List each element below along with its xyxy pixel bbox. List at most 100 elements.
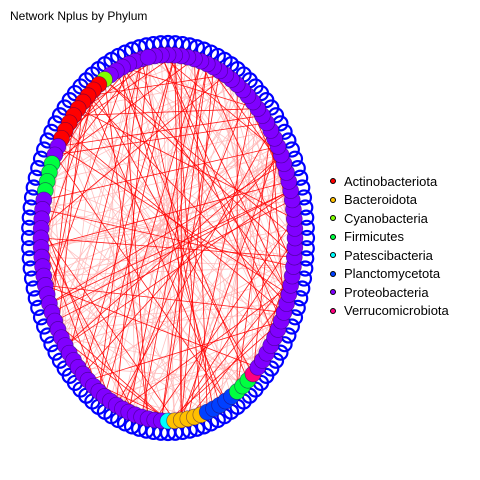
- legend-item: Verrucomicrobiota: [330, 302, 449, 321]
- network-edge: [180, 146, 279, 421]
- network-edge: [128, 57, 189, 413]
- legend-label: Proteobacteria: [344, 284, 429, 300]
- network-edge: [40, 74, 226, 229]
- legend-label: Patescibacteria: [344, 247, 433, 263]
- network-edge: [122, 66, 290, 295]
- legend-swatch: [330, 196, 336, 203]
- legend-label: Cyanobacteria: [344, 210, 428, 226]
- legend-item: Patescibacteria: [330, 246, 449, 265]
- network-edge: [115, 130, 272, 406]
- network-edge: [160, 63, 208, 421]
- network-edge: [141, 138, 275, 418]
- network-edge: [46, 58, 142, 182]
- network-edge: [141, 63, 208, 418]
- network-edge: [180, 294, 290, 421]
- legend-label: Firmicutes: [344, 229, 404, 245]
- legend-swatch: [330, 307, 336, 314]
- network-edge: [122, 67, 149, 419]
- network-node: [139, 48, 157, 66]
- network-edge: [40, 237, 130, 413]
- network-edge: [61, 337, 169, 422]
- network-edge: [73, 108, 258, 116]
- legend-item: Proteobacteria: [330, 283, 449, 302]
- network-edge: [104, 79, 295, 258]
- network-edge: [43, 146, 279, 201]
- network-edge: [43, 199, 243, 387]
- network-edge: [45, 284, 258, 368]
- network-edge: [87, 320, 282, 381]
- network-edge: [154, 218, 295, 421]
- network-edge: [40, 228, 175, 421]
- network-edge: [147, 57, 176, 421]
- legend-item: Cyanobacteria: [330, 209, 449, 228]
- network-edge: [115, 70, 249, 381]
- legend-swatch: [330, 270, 336, 277]
- network-edge: [116, 352, 267, 406]
- network-edge: [57, 115, 263, 147]
- network-edge: [43, 275, 214, 410]
- plot-title: Network Nplus by Phylum: [10, 9, 148, 23]
- network-edge: [54, 199, 293, 322]
- network-edge: [57, 130, 272, 330]
- network-edge: [65, 54, 175, 131]
- network-edge: [122, 285, 291, 410]
- network-edge: [78, 108, 295, 220]
- legend-item: Bacteroidota: [330, 191, 449, 210]
- network-edge: [40, 66, 214, 239]
- network-edge: [42, 208, 294, 268]
- network-edge: [54, 55, 182, 322]
- network-edge: [167, 163, 285, 422]
- network-edge: [167, 54, 295, 258]
- legend-swatch: [330, 289, 336, 296]
- legend-swatch: [330, 215, 336, 222]
- network-edge: [68, 58, 142, 354]
- network-edge: [104, 79, 296, 239]
- network-edge: [236, 130, 272, 392]
- network-edge: [167, 54, 290, 295]
- network-edge: [61, 138, 259, 368]
- network-edge: [88, 74, 226, 97]
- network-edge: [64, 61, 136, 346]
- network-edge: [98, 58, 142, 392]
- legend-swatch: [330, 252, 336, 259]
- network-edge: [40, 237, 136, 415]
- network-edge: [82, 55, 156, 375]
- network-edge: [200, 61, 294, 267]
- network-edge: [180, 67, 214, 421]
- network-edge: [122, 66, 285, 313]
- legend-label: Planctomycetota: [344, 266, 441, 282]
- network-edge: [40, 228, 243, 387]
- network-edge: [49, 190, 291, 304]
- legend-label: Verrucomicrobiota: [344, 303, 449, 319]
- network-edge: [73, 218, 295, 361]
- network-edge: [51, 58, 195, 164]
- network-edge: [82, 154, 282, 375]
- network-edge: [78, 367, 248, 381]
- legend-swatch: [330, 233, 336, 240]
- network-edge: [47, 84, 238, 182]
- legend-label: Bacteroidota: [344, 192, 417, 208]
- network-edge: [64, 154, 282, 346]
- network-edge: [174, 237, 296, 421]
- network-edge: [77, 58, 142, 368]
- legend-item: Actinobacteriota: [330, 172, 449, 191]
- network-edge: [160, 55, 275, 338]
- network-edge: [128, 61, 202, 413]
- network-edge: [65, 190, 291, 346]
- legend-swatch: [330, 178, 336, 185]
- network-edge: [40, 237, 100, 392]
- legend-item: Planctomycetota: [330, 265, 449, 284]
- network-edge: [219, 70, 268, 354]
- network-edge: [110, 275, 293, 402]
- network-edge: [41, 256, 294, 268]
- network-edge: [174, 55, 202, 415]
- network-edge: [40, 237, 295, 258]
- network-edge: [45, 284, 285, 313]
- node-layer: [32, 46, 304, 430]
- network-edge: [219, 70, 275, 338]
- legend-label: Actinobacteriota: [344, 173, 438, 189]
- network-edge: [69, 122, 295, 258]
